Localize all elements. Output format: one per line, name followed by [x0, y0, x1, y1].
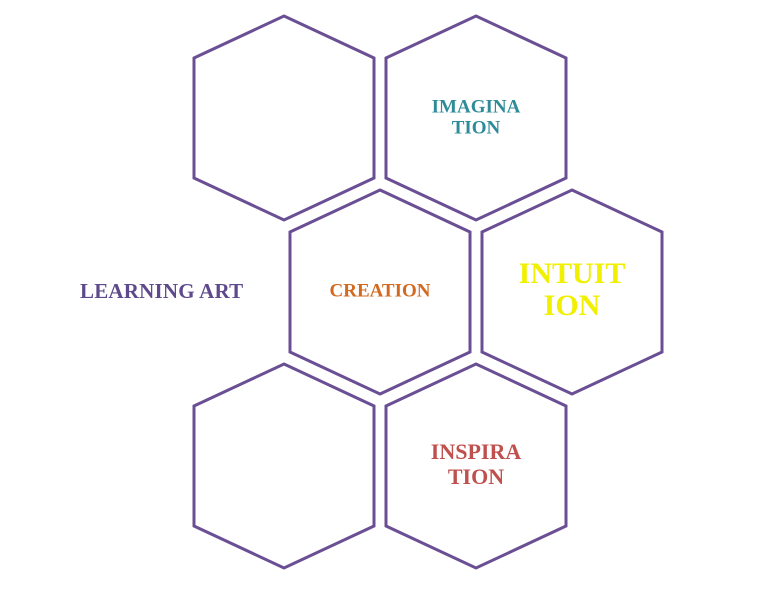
- hexagon-creation: CREATION: [288, 188, 472, 396]
- side-label-learning-art: LEARNING ART: [80, 279, 244, 303]
- hexagon-shape: [384, 362, 568, 570]
- hexagon-shape: [192, 362, 376, 570]
- hexagon-label-line: IMAGINA: [432, 96, 521, 117]
- hexagon-top-left: [192, 14, 376, 222]
- hexagon-shape: [288, 188, 472, 396]
- hexagon-label-line: ION: [544, 289, 601, 322]
- hexagon-label-line: INSPIRA: [431, 439, 522, 464]
- hexagon-shape: [384, 14, 568, 222]
- hexagon-label-line: INTUIT: [519, 257, 626, 290]
- hexagon-label-line: TION: [452, 117, 501, 138]
- hexagon-label-line: CREATION: [330, 280, 431, 301]
- hexagon-shape: [480, 188, 664, 396]
- hexagon-shape: [192, 14, 376, 222]
- hexagon-label-line: TION: [448, 464, 504, 489]
- hexagon-bottom-left: [192, 362, 376, 570]
